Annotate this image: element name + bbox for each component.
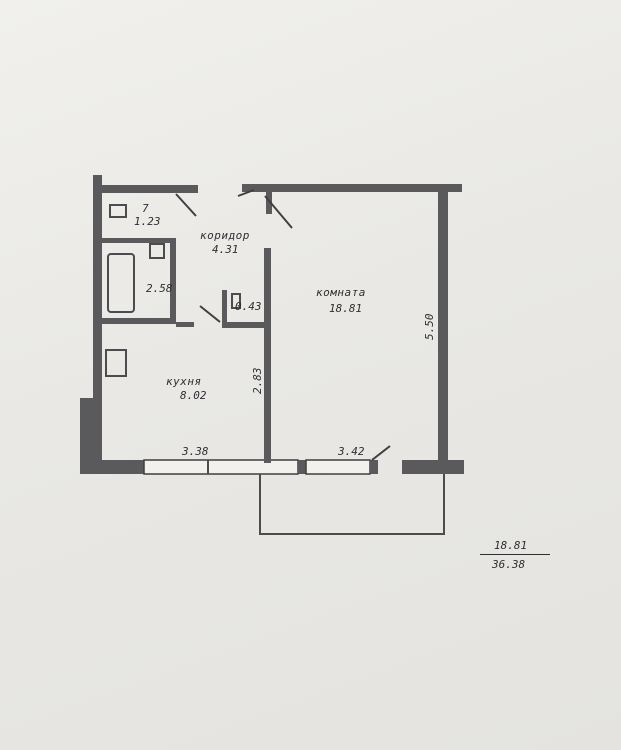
- door-entry-leaf: [237, 189, 255, 197]
- wall-wc-bottom: [102, 238, 174, 243]
- bathtub-fixture: [107, 253, 135, 313]
- door-wc: [175, 193, 197, 217]
- wc-area: 1.23: [134, 215, 161, 228]
- sink-fixture: [149, 243, 165, 259]
- wc-number: 7: [142, 202, 149, 215]
- summary-living-area: 18.81: [494, 539, 528, 552]
- wall-kitchen-top: [176, 322, 194, 327]
- window-living: [305, 459, 371, 475]
- living-depth-dimension: 5.50: [423, 313, 436, 341]
- wall-top-left: [102, 185, 198, 193]
- summary-total-area: 36.38: [492, 558, 526, 571]
- kitchen-stove: [105, 349, 127, 377]
- living-width-dimension: 3.42: [338, 445, 365, 458]
- living-name: комната: [316, 286, 366, 299]
- window-kitchen: [143, 459, 299, 475]
- door-closet: [199, 305, 221, 323]
- bath-area: 2.58: [146, 282, 173, 295]
- wall-bottom-right-b: [402, 460, 464, 474]
- wall-bath-bottom: [102, 318, 176, 324]
- kitchen-depth-dimension: 2.83: [251, 367, 264, 395]
- kitchen-width-dimension: 3.38: [182, 445, 209, 458]
- wall-closet-bottom: [222, 322, 266, 328]
- kitchen-name: кухня: [166, 375, 202, 388]
- door-corridor-entry: [264, 195, 293, 229]
- corridor-name: коридор: [200, 229, 250, 242]
- summary-fraction-line: [480, 554, 550, 555]
- wall-right: [438, 190, 448, 462]
- corridor-area: 4.31: [212, 243, 239, 256]
- closet-fixture: [231, 293, 241, 309]
- wall-top-right: [242, 184, 462, 192]
- wall-bottom-left: [80, 460, 144, 474]
- closet-area: 0.43: [235, 300, 262, 313]
- wall-bottom-right-a: [370, 460, 378, 474]
- wall-closet-left: [222, 290, 227, 328]
- wall-left-lower: [80, 398, 102, 474]
- wall-left-upper: [93, 175, 102, 400]
- living-area: 18.81: [329, 302, 363, 315]
- kitchen-area: 8.02: [180, 389, 207, 402]
- balcony-outline: [259, 474, 445, 535]
- toilet-fixture: [109, 204, 127, 218]
- wall-bottom-mid: [298, 460, 306, 474]
- wall-partition-lower: [264, 248, 271, 463]
- door-balcony: [371, 445, 391, 461]
- wall-bath-right: [170, 238, 176, 322]
